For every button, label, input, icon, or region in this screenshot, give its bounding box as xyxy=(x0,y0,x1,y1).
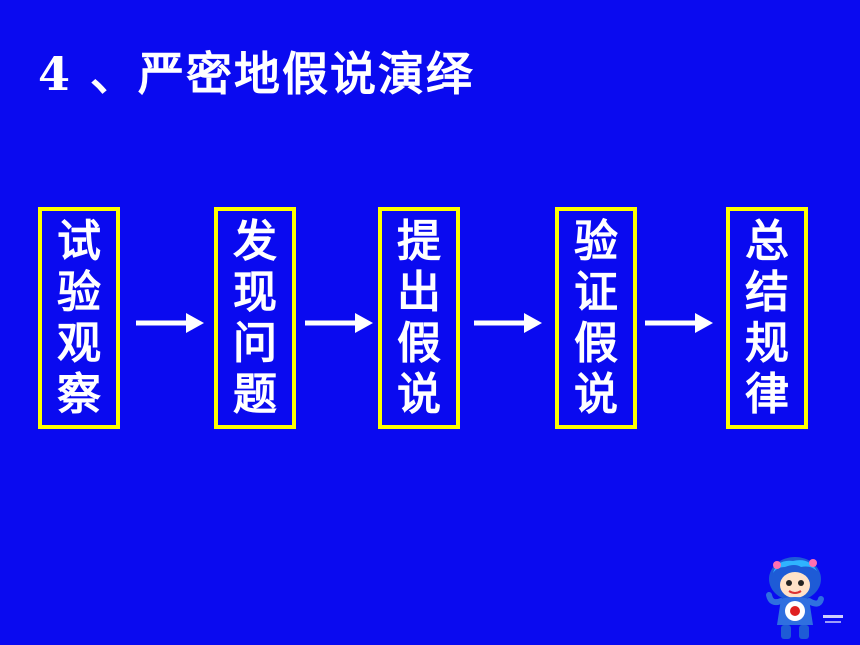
step-4-char: 证 xyxy=(574,267,618,318)
slide-title: 4 、严密地假说演绎 xyxy=(38,47,475,101)
step-3-char: 出 xyxy=(397,267,441,318)
step-2-char: 题 xyxy=(233,369,277,420)
step-1-char: 验 xyxy=(57,267,101,318)
step-box-4: 验 证 假 说 xyxy=(555,207,637,429)
step-box-5: 总 结 规 律 xyxy=(726,207,808,429)
step-5-char: 律 xyxy=(745,369,789,420)
step-3-char: 说 xyxy=(397,369,441,420)
step-4-char: 假 xyxy=(574,318,618,369)
step-4-char: 验 xyxy=(574,216,618,267)
step-3-char: 提 xyxy=(397,216,441,267)
step-5-char: 规 xyxy=(745,318,789,369)
arrow-icon xyxy=(305,313,373,333)
step-2-char: 问 xyxy=(233,318,277,369)
step-box-1: 试 验 观 察 xyxy=(38,207,120,429)
arrow-icon xyxy=(645,313,713,333)
step-box-3: 提 出 假 说 xyxy=(378,207,460,429)
arrow-icon xyxy=(136,313,204,333)
step-2-char: 现 xyxy=(233,267,277,318)
arrow-icon xyxy=(474,313,542,333)
step-box-2: 发 现 问 题 xyxy=(214,207,296,429)
step-1-char: 试 xyxy=(57,216,101,267)
step-3-char: 假 xyxy=(397,318,441,369)
olympic-mascot-icon xyxy=(766,557,843,639)
step-1-char: 观 xyxy=(57,318,101,369)
step-5-char: 总 xyxy=(745,216,789,267)
step-1-char: 察 xyxy=(57,369,101,420)
step-2-char: 发 xyxy=(233,216,277,267)
step-5-char: 结 xyxy=(745,267,789,318)
step-4-char: 说 xyxy=(574,369,618,420)
